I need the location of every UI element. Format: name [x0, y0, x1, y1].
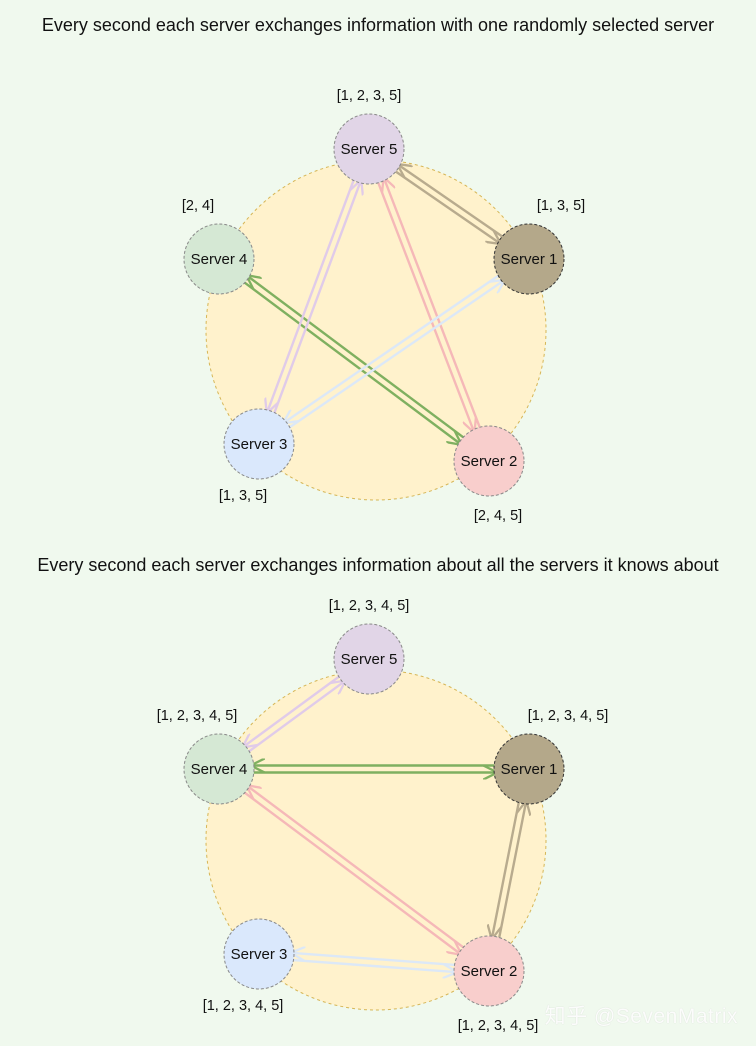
known-servers-list: [1, 2, 3, 4, 5]: [203, 998, 284, 1014]
known-servers-list: [2, 4, 5]: [474, 508, 522, 524]
exchange-arrow-5-to-1: [391, 168, 500, 243]
server-label: Server 4: [191, 251, 248, 268]
exchange-arrow-3-to-2: [288, 958, 456, 972]
exchange-arrows: [240, 165, 507, 444]
diagram-title-bottom: Every second each server exchanges infor…: [37, 555, 719, 575]
server-label: Server 3: [231, 946, 288, 963]
exchange-arrow-2-to-5: [384, 179, 483, 432]
server-node-2: Server 2: [453, 425, 525, 497]
server-circle: [183, 733, 255, 805]
gossip-diagram-2: Server 1 [1, 2, 3, 4, 5] Server 2 [1, 2, 3,…: [157, 598, 609, 1034]
server-label: Server 1: [501, 251, 558, 268]
server-node-2: Server 2: [453, 935, 525, 1007]
exchange-arrow-4-to-5: [244, 681, 344, 755]
known-servers-list: [1, 2, 3, 4, 5]: [157, 708, 238, 724]
known-servers-list: [1, 3, 5]: [219, 488, 267, 504]
server-node-4: Server 4: [183, 733, 255, 805]
exchange-arrow-2-to-1: [497, 802, 527, 943]
exchange-arrow-2-to-3: [292, 953, 460, 967]
exchange-arrow-4-to-2: [240, 279, 461, 444]
exchange-arrow-5-to-2: [375, 177, 474, 431]
diagram-title-top: Every second each server exchanges infor…: [41, 15, 715, 35]
exchange-arrow-5-to-4: [244, 673, 344, 747]
known-servers-list: [1, 2, 3, 4, 5]: [458, 1018, 539, 1034]
server-circle: [453, 425, 525, 497]
known-servers-list: [1, 2, 3, 4, 5]: [329, 598, 410, 614]
server-circle: [333, 623, 405, 695]
server-node-1: Server 1: [493, 733, 565, 805]
server-node-1: Server 1: [493, 223, 565, 295]
server-node-4: Server 4: [183, 223, 255, 295]
server-node-3: Server 3: [223, 408, 295, 480]
exchange-arrow-1-to-5: [398, 165, 507, 240]
server-label: Server 5: [341, 651, 398, 668]
exchange-arrow-1-to-3: [284, 272, 503, 423]
server-circle: [453, 935, 525, 1007]
watermark: 知乎 @SevenMatrix: [544, 1005, 738, 1028]
server-label: Server 2: [461, 963, 518, 980]
exchange-arrow-3-to-1: [285, 281, 504, 431]
exchange-arrows: [240, 673, 527, 973]
server-label: Server 2: [461, 453, 518, 470]
server-label: Server 3: [231, 436, 288, 453]
server-node-5: Server 5: [333, 113, 405, 185]
server-label: Server 4: [191, 761, 248, 778]
server-label: Server 5: [341, 141, 398, 158]
server-circle: [223, 918, 295, 990]
exchange-arrow-2-to-4: [248, 276, 468, 441]
exchange-arrow-1-to-2: [492, 797, 521, 938]
server-circle: [223, 408, 295, 480]
server-node-3: Server 3: [223, 918, 295, 990]
exchange-arrow-2-to-4: [248, 786, 468, 951]
known-servers-list: [2, 4]: [182, 198, 214, 214]
server-circle: [493, 733, 565, 805]
known-servers-list: [1, 2, 3, 4, 5]: [528, 708, 609, 724]
server-circle: [493, 223, 565, 295]
server-circle: [183, 223, 255, 295]
server-circle: [333, 113, 405, 185]
server-label: Server 1: [501, 761, 558, 778]
exchange-arrow-3-to-5: [271, 181, 361, 418]
exchange-arrow-4-to-2: [240, 789, 461, 954]
known-servers-list: [1, 2, 3, 5]: [337, 88, 402, 104]
server-node-5: Server 5: [333, 623, 405, 695]
gossip-diagram-1: Server 1 [1, 3, 5] Server 2 [2, 4, 5] Server…: [182, 88, 585, 524]
known-servers-list: [1, 3, 5]: [537, 198, 585, 214]
exchange-arrow-5-to-3: [267, 175, 357, 412]
